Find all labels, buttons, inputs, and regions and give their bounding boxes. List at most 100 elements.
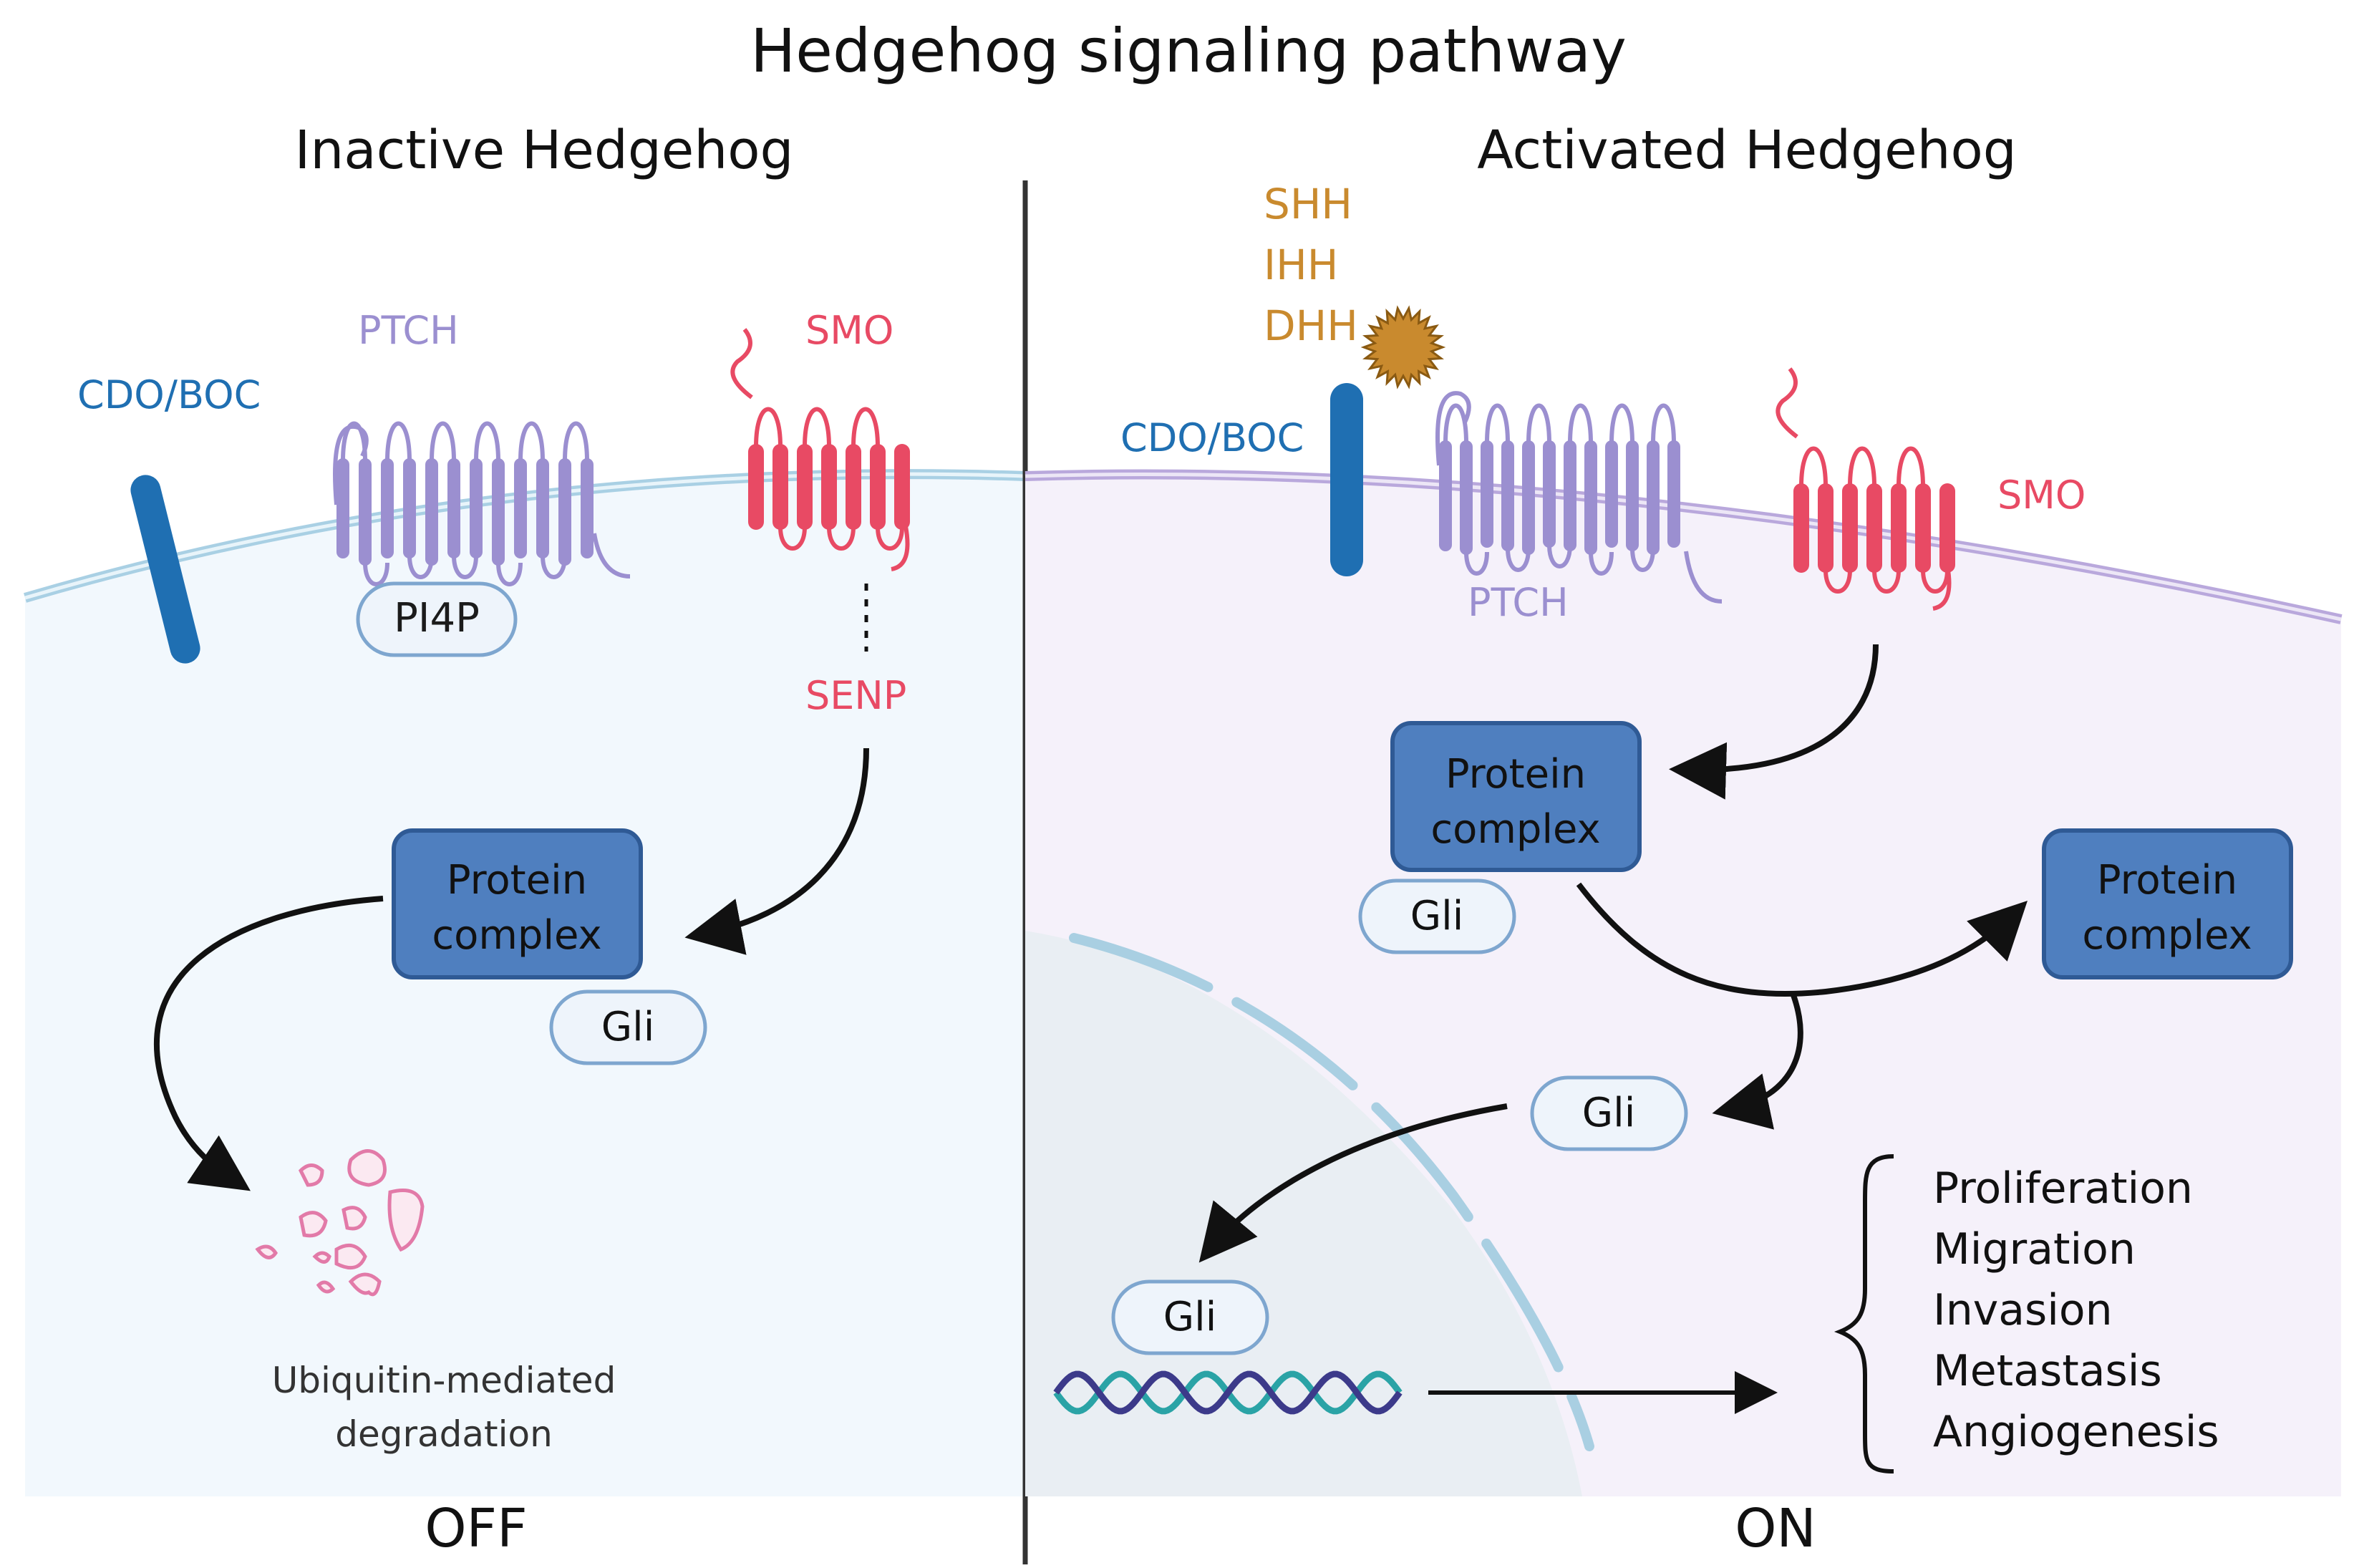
ptch-left-loop — [496, 562, 523, 586]
degradation-fragments — [255, 1149, 425, 1297]
ptch-right-loop — [1485, 403, 1510, 444]
outcome-item: Invasion — [1933, 1285, 2113, 1335]
ligand-dhh-label: DHH — [1264, 301, 1358, 350]
gli-dna-bound: Gli — [1111, 1279, 1269, 1355]
protein-complex-right-b: Protein complex — [2042, 828, 2293, 979]
ptch-left-helix — [492, 458, 505, 566]
protein-complex-right-a: Protein complex — [1390, 721, 1642, 872]
protein-complex-b-line1: Protein — [2097, 857, 2237, 904]
ptch-left-helix — [359, 458, 372, 566]
outcome-item: Angiogenesis — [1933, 1407, 2219, 1457]
ligand-shh-label: SHH — [1264, 180, 1352, 228]
ptch-left-helix — [425, 458, 438, 566]
ptch-left-loop — [452, 555, 478, 579]
ptch-right-loop — [1506, 548, 1531, 572]
off-state-label: OFF — [425, 1498, 527, 1559]
smo-left-loop — [851, 407, 880, 447]
ptch-left-helix — [514, 458, 527, 558]
pi4p-badge: PI4P — [356, 581, 518, 657]
smo-label-right: SMO — [1997, 473, 2086, 518]
smo-right-helix — [1915, 483, 1931, 573]
ptch-right-helix — [1605, 440, 1618, 548]
ptch-left-helix — [403, 458, 416, 558]
ptch-label-right: PTCH — [1468, 580, 1569, 625]
protein-complex-a-line1: Protein — [1445, 751, 1586, 798]
ligand-ihh-label: IHH — [1264, 241, 1338, 289]
smo-left-helix — [870, 444, 886, 530]
gli-free-label: Gli — [1582, 1090, 1636, 1136]
ptch-right-loop — [1651, 403, 1676, 444]
gli-release-arrow — [1712, 994, 1803, 1130]
smo-right-helix — [1793, 483, 1809, 573]
smo-right-helix — [1891, 483, 1907, 573]
smo-label-left: SMO — [805, 308, 893, 353]
on-state-label: ON — [1735, 1498, 1816, 1559]
smo-right-loop — [1823, 569, 1852, 594]
figure-title: Hedgehog signaling pathway — [750, 16, 1627, 86]
ptch-right-helix — [1584, 440, 1597, 555]
smo-left-loop — [827, 526, 856, 551]
ptch-left-loop — [385, 421, 412, 462]
ptch-label-left: PTCH — [358, 308, 459, 353]
left-panel-heading: Inactive Hedgehog — [295, 120, 794, 181]
ptch-right-loop — [1630, 548, 1655, 572]
smo-left-helix — [797, 444, 813, 530]
ptch-left-helix — [558, 458, 571, 566]
smo-left-helix — [748, 444, 764, 530]
smo-right-helix — [1866, 483, 1882, 573]
smo-right-helix — [1842, 483, 1858, 573]
smo-right-helix — [1939, 483, 1955, 573]
left-cytoplasm — [25, 474, 1025, 1496]
protein-complex-a-line2: complex — [1430, 806, 1600, 853]
ptch-right-helix — [1626, 440, 1639, 551]
gli-free: Gli — [1530, 1075, 1688, 1151]
smo-to-complex-arrow — [1669, 644, 1879, 800]
outcomes-brace — [1834, 1154, 1894, 1473]
cdo-boc-label-left: CDO/BOC — [77, 372, 261, 417]
cdo-boc-label-right: CDO/BOC — [1120, 415, 1304, 460]
ptch-right-loop — [1443, 403, 1468, 444]
smo-left-loop — [778, 526, 807, 551]
right-panel: SHH IHH DHH CDO/BOC PTCH SMO Protein com… — [1025, 180, 2343, 1496]
smo-left-loop — [803, 407, 831, 447]
outcome-item: Migration — [1933, 1224, 2136, 1274]
complex-release-arrow — [1576, 882, 2028, 997]
gli-to-nucleus-arrow — [1198, 1103, 1508, 1263]
outcome-item: Metastasis — [1933, 1346, 2162, 1396]
dna-helix — [1053, 1370, 1403, 1415]
smo-left-helix — [821, 444, 837, 530]
protein-complex-left-line2: complex — [432, 912, 601, 959]
gli-bound-label: Gli — [1410, 893, 1464, 939]
ptch-right-helix — [1522, 440, 1535, 555]
smo-right-helix — [1818, 483, 1834, 573]
ptch-left-loop — [341, 421, 367, 462]
ptch-right-helix — [1647, 440, 1660, 555]
ptch-left-helix — [447, 458, 460, 558]
ptch-right-loop — [1589, 551, 1614, 576]
ptch-left-loop — [363, 562, 389, 586]
ptch-right-helix — [1481, 440, 1493, 548]
complex-to-degradation-arrow — [153, 896, 384, 1191]
smo-left-helix — [772, 444, 788, 530]
ptch-left-helix — [581, 458, 594, 558]
ptch-right-loop — [1547, 544, 1572, 568]
nuclear-envelope — [1069, 933, 1594, 1451]
ptch-left-helix — [381, 458, 394, 558]
ptch-left-loop — [474, 421, 500, 462]
ptch-left-loop — [430, 421, 456, 462]
ptch-right-loop — [1464, 551, 1489, 576]
hedgehog-ligand — [1360, 305, 1446, 389]
protein-complex-left-line1: Protein — [447, 857, 587, 904]
ptch-right-loop — [1526, 403, 1551, 444]
ptch-left-helix — [470, 458, 483, 558]
outcomes-list: ProliferationMigrationInvasionMetastasis… — [1933, 1163, 2219, 1457]
smo-left-loop — [754, 407, 783, 447]
gli-dna-label: Gli — [1163, 1294, 1217, 1340]
senp-label: SENP — [805, 673, 906, 718]
left-panel: PI4P CDO/BOC PTCH SMO SENP Protein compl… — [24, 308, 1026, 1496]
ptch-right-loop — [1609, 403, 1634, 444]
cdo-boc-receptor-left — [130, 475, 200, 664]
smo-left-helix — [894, 444, 910, 530]
